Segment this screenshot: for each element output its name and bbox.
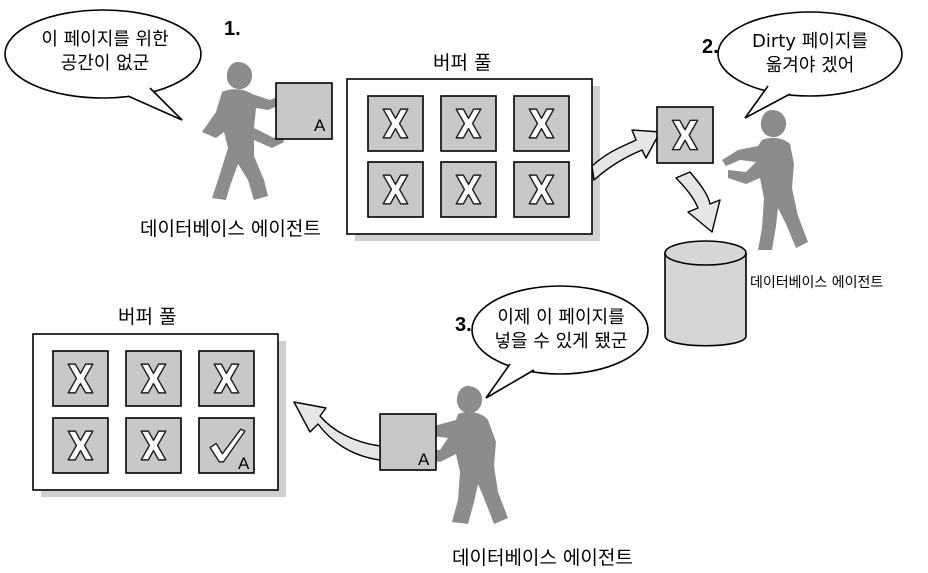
incoming-page-a xyxy=(379,413,437,471)
database-agent-figure-three xyxy=(418,386,508,524)
speech-agent-three: 이제 이 페이지를 넣을 수 있게 됐군 xyxy=(478,306,644,354)
agent-two-group xyxy=(717,11,903,250)
buffer-pool-bottom-label: 버퍼 풀 xyxy=(118,306,177,328)
database-agent-figure-one xyxy=(202,62,284,200)
incoming-page-a-letter: A xyxy=(418,450,430,469)
speech-agent-one-line1: 이 페이지를 위한 xyxy=(41,29,169,50)
step-one-label: 1. xyxy=(224,18,241,40)
agent-one-group xyxy=(4,9,333,200)
step-two-label: 2. xyxy=(702,36,719,58)
agent-three-group xyxy=(379,285,649,524)
speech-agent-three-line2: 넣을 수 있게 됐군 xyxy=(494,331,628,352)
step-three-label: 3. xyxy=(455,314,472,336)
agent-top-left-label: 데이터베이스 에이전트 xyxy=(140,218,321,240)
database-agent-figure-two xyxy=(722,110,808,250)
new-page-a xyxy=(275,82,333,140)
speech-agent-three-line1: 이제 이 페이지를 xyxy=(497,307,625,328)
speech-bubble-agent-two xyxy=(717,11,903,97)
agent-right-label: 데이터베이스 에이전트 xyxy=(750,275,884,291)
speech-agent-two: Dirty 페이지를 옮겨야 겠어 xyxy=(730,30,890,78)
speech-bubble-agent-one xyxy=(4,9,202,99)
agent-bottom-label: 데이터베이스 에이전트 xyxy=(452,547,633,569)
speech-bubble-tail xyxy=(127,87,183,121)
arrow-load-page xyxy=(293,401,381,461)
arrow-evict-page xyxy=(591,129,661,181)
disk-cylinder-icon xyxy=(664,240,747,347)
buffer-slot-top xyxy=(513,161,570,218)
slot-page-a-letter: A xyxy=(238,454,250,473)
speech-agent-one-line2: 공간이 없군 xyxy=(60,53,150,74)
speech-agent-one: 이 페이지를 위한 공간이 없군 xyxy=(25,28,185,76)
speech-agent-two-line1: Dirty 페이지를 xyxy=(752,31,868,52)
buffer-slot-loaded xyxy=(198,417,255,474)
speech-agent-two-line2: 옮겨야 겠어 xyxy=(765,55,855,76)
buffer-slots xyxy=(52,95,570,474)
arrow-write-to-disk xyxy=(675,171,721,233)
buffer-pool-top-label: 버퍼 풀 xyxy=(433,52,492,74)
new-page-a-letter: A xyxy=(314,116,326,135)
speech-bubble-agent-three xyxy=(471,285,649,375)
